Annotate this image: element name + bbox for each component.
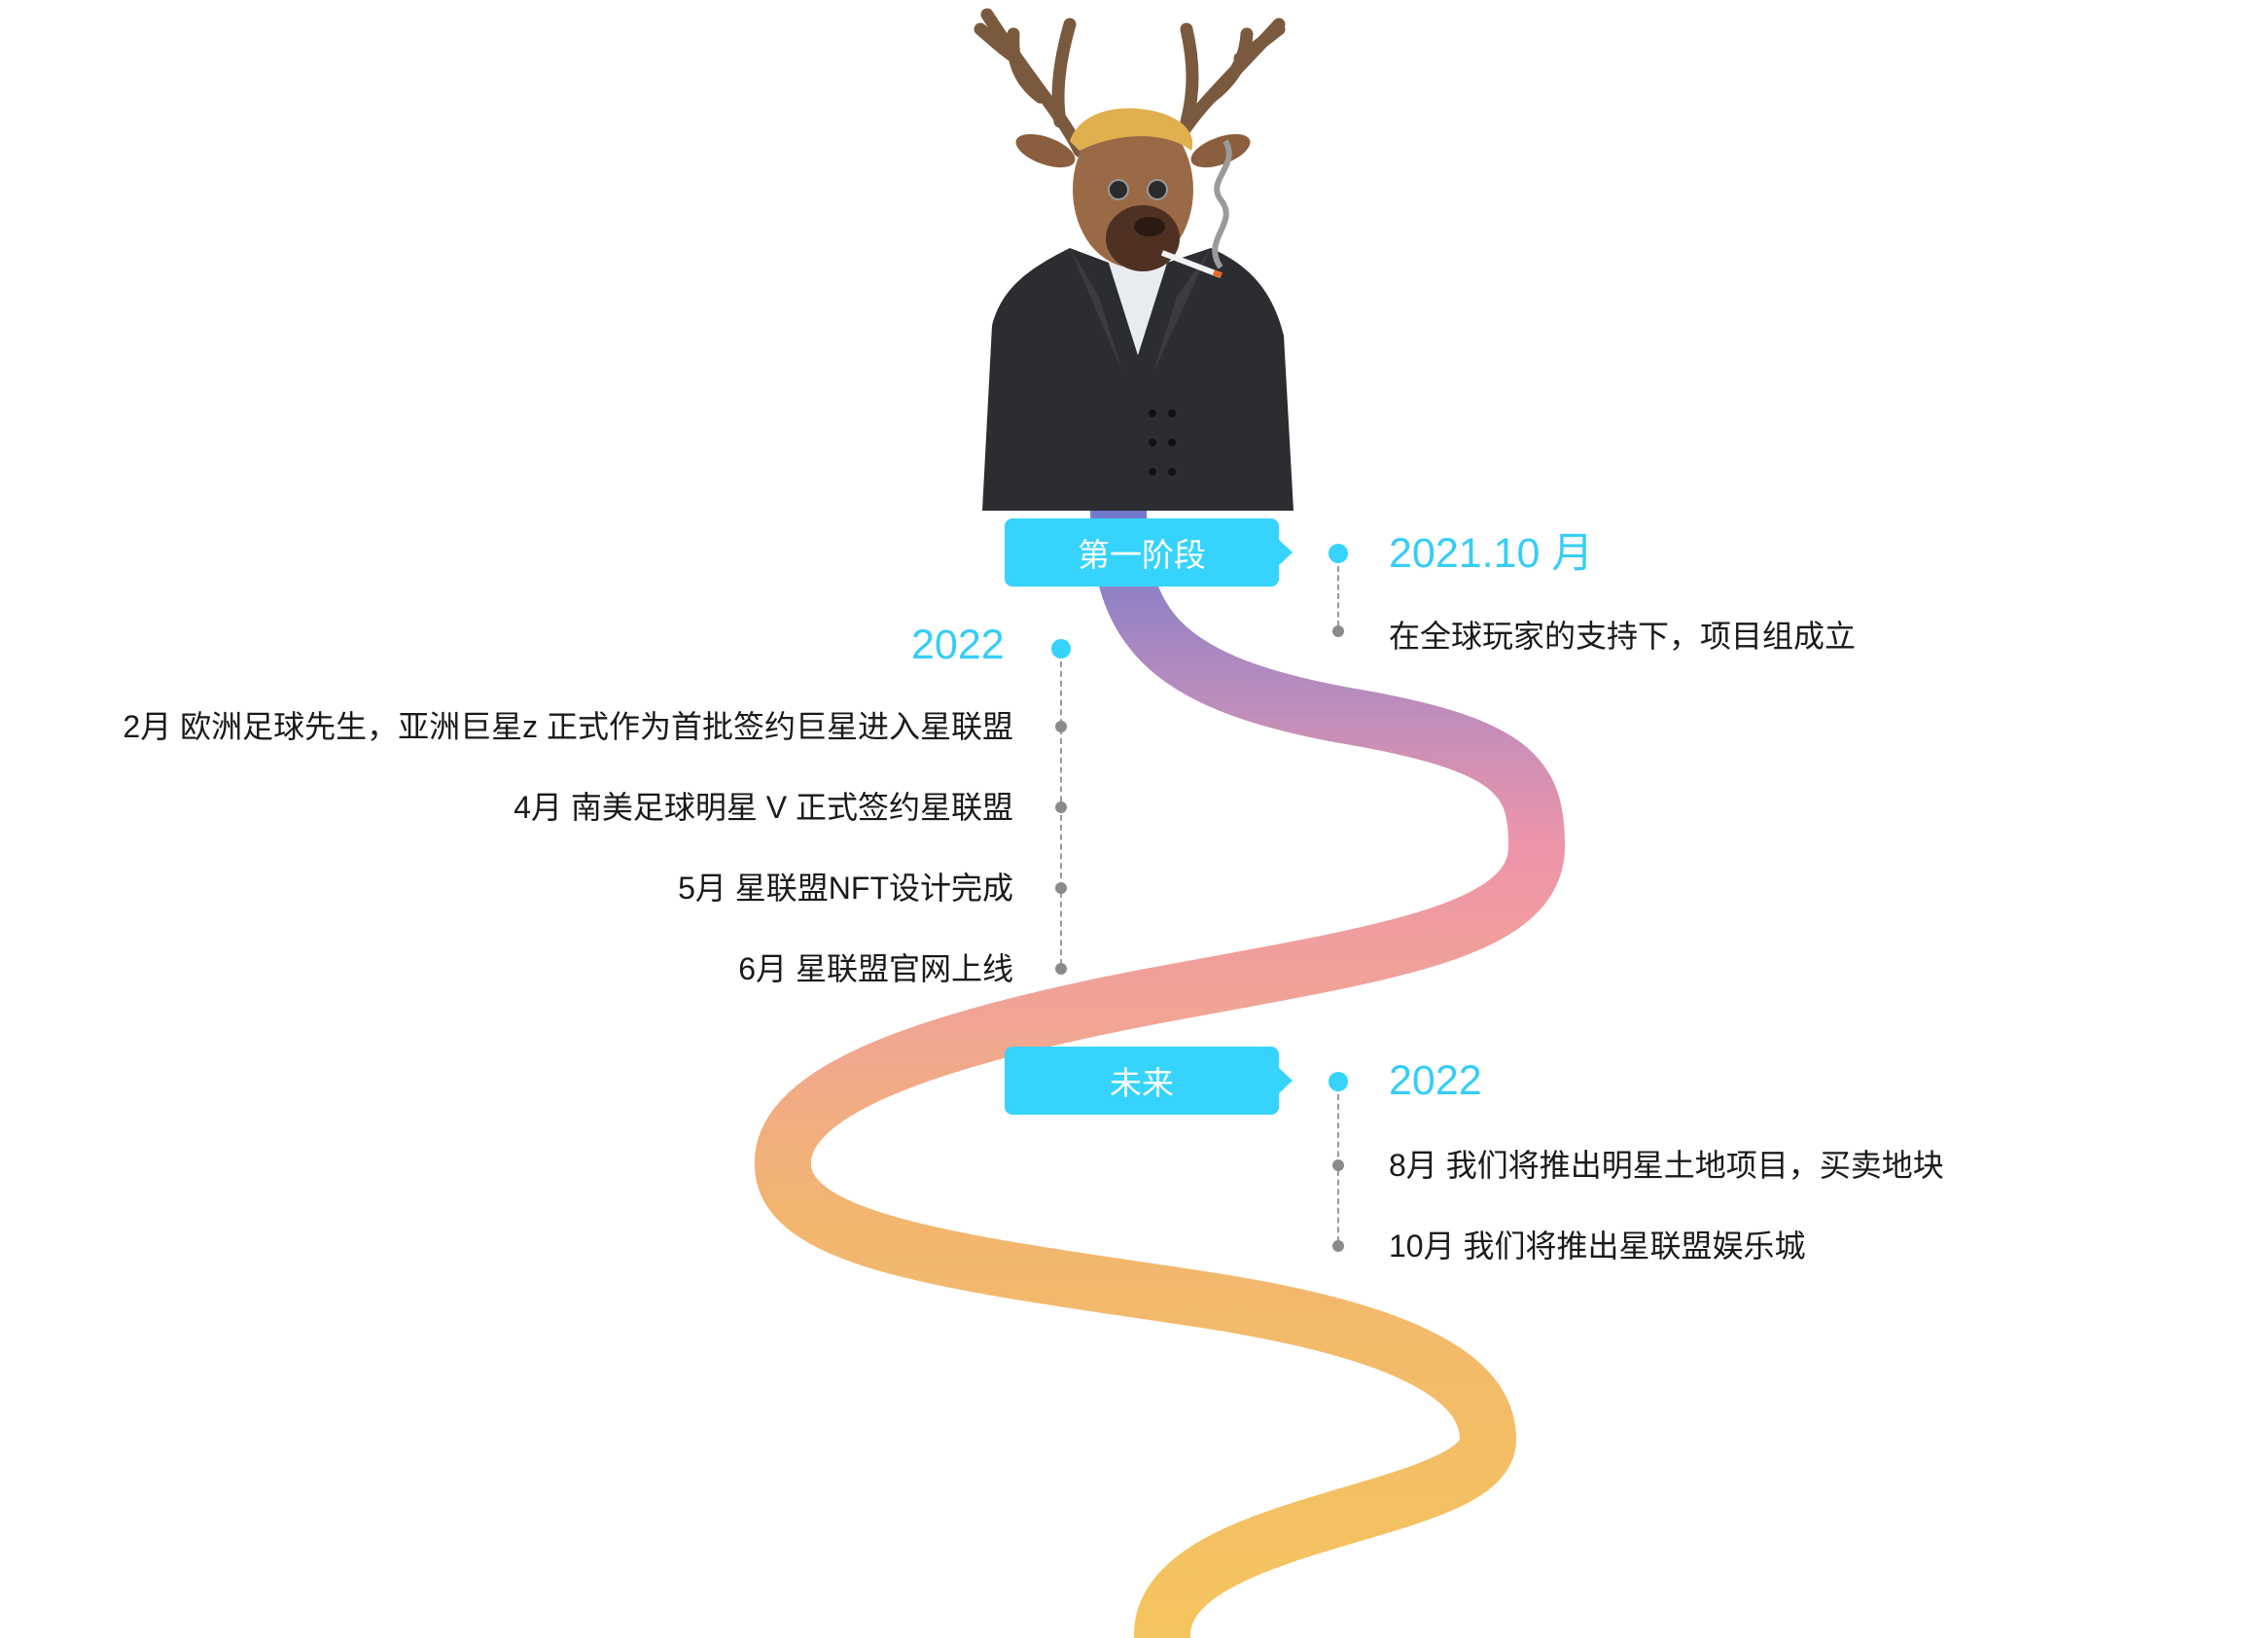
timeline-item-dot bbox=[1332, 625, 1344, 637]
timeline-item: 5月 星联盟NFT设计完成 bbox=[678, 871, 1013, 906]
timeline-dot bbox=[1051, 639, 1071, 659]
timeline-item: 4月 南美足球明星 V 正式签约星联盟 bbox=[514, 790, 1013, 825]
timeline-item: 2月 欧洲足球先生，亚洲巨星z 正式作为首批签约巨星进入星联盟 bbox=[123, 709, 1013, 744]
stage-two-right-year: 2022 bbox=[1389, 1057, 1482, 1104]
timeline-item-dot bbox=[1332, 1240, 1344, 1252]
timeline-item: 8月 我们将推出明星土地项目，买卖地块 bbox=[1389, 1148, 1944, 1183]
timeline-dot bbox=[1329, 1072, 1348, 1091]
stage-one-left-year: 2022 bbox=[911, 622, 1005, 668]
timeline-item-dot bbox=[1055, 721, 1067, 732]
timeline-item-dot bbox=[1332, 1159, 1344, 1171]
timeline-item: 10月 我们将推出星联盟娱乐城 bbox=[1389, 1228, 1806, 1264]
timeline-dash bbox=[1337, 566, 1339, 626]
stage-one-right-year: 2021.10 月 bbox=[1389, 530, 1594, 577]
deer-in-suit-avatar-icon bbox=[974, 8, 1293, 511]
timeline-dot bbox=[1329, 544, 1348, 563]
timeline-item-dot bbox=[1055, 963, 1067, 975]
timeline-item: 在全球玩家的支持下，项目组成立 bbox=[1389, 619, 1857, 654]
timeline-item-dot bbox=[1055, 801, 1067, 813]
timeline-item-dot bbox=[1055, 882, 1067, 894]
timeline-dash bbox=[1060, 661, 1062, 965]
timeline-item: 6月 星联盟官网上线 bbox=[738, 951, 1013, 986]
tag-arrow-icon bbox=[1277, 538, 1293, 567]
tag-arrow-icon bbox=[1277, 1066, 1293, 1095]
stage-two-label: 未来 bbox=[1005, 1047, 1279, 1115]
stage-one-label: 第一阶段 bbox=[1005, 518, 1279, 587]
